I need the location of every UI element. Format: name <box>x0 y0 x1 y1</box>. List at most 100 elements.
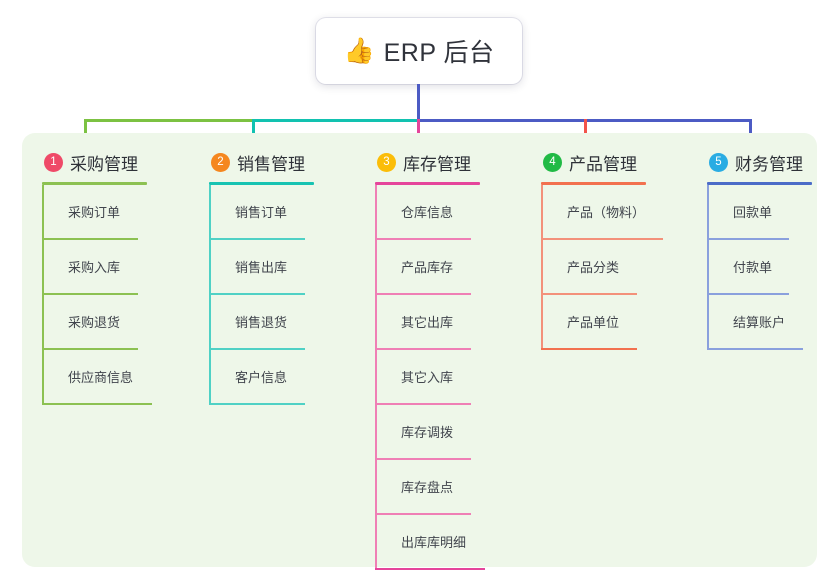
column-spine-2 <box>209 185 211 405</box>
list-item-rule <box>541 238 663 240</box>
column-rule-3 <box>375 182 480 185</box>
list-item[interactable]: 其它入库 <box>375 350 535 405</box>
column-badge-1: 1 <box>44 152 63 172</box>
column-spine-3 <box>375 185 377 570</box>
list-item-rule <box>375 238 471 240</box>
list-item-label: 产品库存 <box>401 259 454 275</box>
column-header-4[interactable]: 4 产品管理 <box>541 147 711 177</box>
column-finance: 5 财务管理 回款单 付款单 结算账户 <box>707 147 839 350</box>
column-items-5: 回款单 付款单 结算账户 <box>707 185 839 350</box>
column-spine-1 <box>42 185 44 405</box>
list-item[interactable]: 销售出库 <box>209 240 359 295</box>
connector-bar-teal <box>252 119 420 122</box>
root-node-card[interactable]: 👍 ERP 后台 <box>316 18 522 84</box>
list-item-rule <box>42 238 138 240</box>
list-item[interactable]: 销售退货 <box>209 295 359 350</box>
column-sales: 2 销售管理 销售订单 销售出库 销售退货 客户信息 <box>209 147 359 405</box>
column-title-5: 财务管理 <box>735 154 803 174</box>
column-product: 4 产品管理 产品（物料） 产品分类 产品单位 <box>541 147 711 350</box>
list-item[interactable]: 供应商信息 <box>42 350 192 405</box>
list-item-label: 客户信息 <box>235 369 288 385</box>
list-item[interactable]: 采购订单 <box>42 185 192 240</box>
list-item-rule <box>375 293 471 295</box>
column-badge-3: 3 <box>377 152 396 172</box>
list-item[interactable]: 结算账户 <box>707 295 839 350</box>
list-item[interactable]: 产品分类 <box>541 240 711 295</box>
list-item[interactable]: 库存调拨 <box>375 405 535 460</box>
list-item-label: 产品（物料） <box>567 204 646 220</box>
list-item[interactable]: 产品单位 <box>541 295 711 350</box>
list-item-rule <box>42 293 138 295</box>
column-spine-4 <box>541 185 543 350</box>
column-rule-5 <box>707 182 812 185</box>
list-item-rule <box>375 568 485 570</box>
root-node-title: ERP 后台 <box>383 39 495 67</box>
column-spine-5 <box>707 185 709 350</box>
list-item-rule <box>209 403 305 405</box>
column-items-2: 销售订单 销售出库 销售退货 客户信息 <box>209 185 359 405</box>
list-item[interactable]: 库存盘点 <box>375 460 535 515</box>
column-items-3: 仓库信息 产品库存 其它出库 其它入库 库存调拨 库存盘点 <box>375 185 535 570</box>
list-item-label: 库存盘点 <box>401 479 454 495</box>
column-badge-5: 5 <box>709 152 728 172</box>
list-item-label: 销售出库 <box>235 259 288 275</box>
list-item-label: 仓库信息 <box>401 204 454 220</box>
column-badge-2: 2 <box>211 152 230 172</box>
list-item-label: 采购订单 <box>68 204 121 220</box>
list-item-label: 销售订单 <box>235 204 288 220</box>
column-rule-4 <box>541 182 646 185</box>
connector-root-stem <box>417 84 420 147</box>
list-item-rule <box>375 513 471 515</box>
list-item-label: 采购退货 <box>68 314 121 330</box>
column-title-3: 库存管理 <box>403 154 471 174</box>
list-item-label: 销售退货 <box>235 314 288 330</box>
list-item[interactable]: 仓库信息 <box>375 185 535 240</box>
list-item[interactable]: 采购退货 <box>42 295 192 350</box>
list-item[interactable]: 销售订单 <box>209 185 359 240</box>
list-item-label: 其它入库 <box>401 369 454 385</box>
column-title-2: 销售管理 <box>237 154 305 174</box>
list-item-label: 其它出库 <box>401 314 454 330</box>
column-header-3[interactable]: 3 库存管理 <box>375 147 535 177</box>
list-item-rule <box>707 348 803 350</box>
list-item-rule <box>209 348 305 350</box>
column-items-1: 采购订单 采购入库 采购退货 供应商信息 <box>42 185 192 405</box>
list-item-rule <box>42 403 152 405</box>
list-item-rule <box>541 293 637 295</box>
list-item-rule <box>42 348 138 350</box>
list-item[interactable]: 产品（物料） <box>541 185 711 240</box>
thumbs-up-icon: 👍 <box>343 36 375 65</box>
content-panel <box>22 133 817 567</box>
list-item[interactable]: 客户信息 <box>209 350 359 405</box>
column-title-4: 产品管理 <box>569 154 637 174</box>
list-item-label: 产品单位 <box>567 314 620 330</box>
column-items-4: 产品（物料） 产品分类 产品单位 <box>541 185 711 350</box>
list-item-label: 采购入库 <box>68 259 121 275</box>
list-item[interactable]: 回款单 <box>707 185 839 240</box>
list-item[interactable]: 出库库明细 <box>375 515 535 570</box>
list-item[interactable]: 产品库存 <box>375 240 535 295</box>
list-item-label: 产品分类 <box>567 259 620 275</box>
list-item-label: 回款单 <box>733 204 773 220</box>
column-inventory: 3 库存管理 仓库信息 产品库存 其它出库 其它入库 库存调拨 <box>375 147 535 570</box>
list-item[interactable]: 其它出库 <box>375 295 535 350</box>
column-badge-4: 4 <box>543 152 562 172</box>
list-item-rule <box>375 403 471 405</box>
list-item[interactable]: 付款单 <box>707 240 839 295</box>
column-header-1[interactable]: 1 采购管理 <box>42 147 192 177</box>
column-title-1: 采购管理 <box>70 154 138 174</box>
connector-bar-green <box>84 119 254 122</box>
column-header-2[interactable]: 2 销售管理 <box>209 147 359 177</box>
column-header-5[interactable]: 5 财务管理 <box>707 147 839 177</box>
list-item-rule <box>541 348 637 350</box>
list-item-label: 供应商信息 <box>68 369 134 385</box>
list-item-label: 出库库明细 <box>401 534 467 550</box>
list-item-label: 付款单 <box>733 259 773 275</box>
list-item-label: 结算账户 <box>733 314 786 330</box>
column-purchasing: 1 采购管理 采购订单 采购入库 采购退货 供应商信息 <box>42 147 192 405</box>
column-rule-2 <box>209 182 314 185</box>
list-item[interactable]: 采购入库 <box>42 240 192 295</box>
list-item-rule <box>209 293 305 295</box>
list-item-rule <box>707 293 789 295</box>
